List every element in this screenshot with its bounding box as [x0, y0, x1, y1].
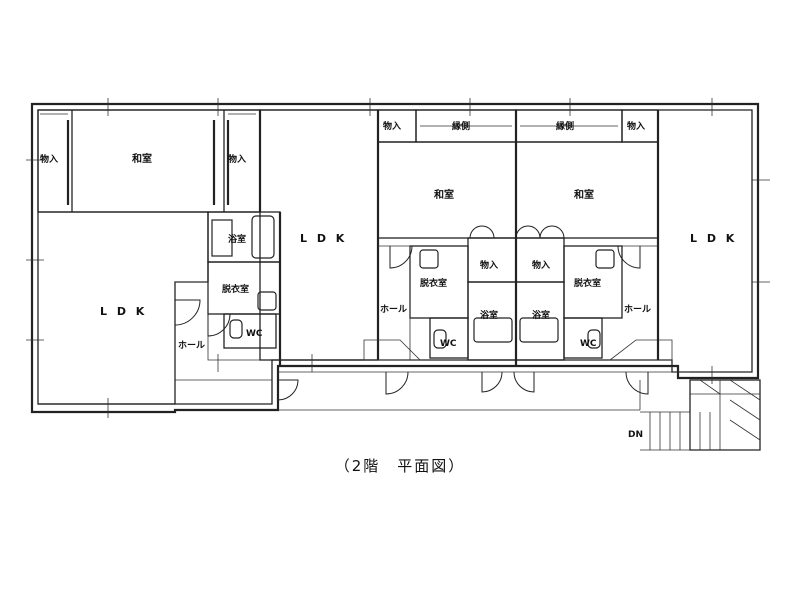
exterior-walls [30, 102, 760, 414]
unit-3 [513, 109, 673, 395]
label-unit3-hall: ホール [624, 304, 651, 315]
label-unit2-engawa: 縁側 [452, 120, 470, 132]
unit-1 [37, 109, 299, 405]
label-unit3-engawa: 縁側 [556, 120, 574, 132]
label-unit3-washitsu: 和室 [573, 188, 594, 201]
plan-caption: （2階 平面図） [334, 457, 466, 475]
label-dn: DN [628, 430, 643, 440]
label-unit3-wc: WC [580, 339, 597, 349]
label-unit3-datsuishitsu: 脱衣室 [574, 277, 601, 289]
label-unit1-yokushitsu: 浴室 [228, 233, 246, 245]
label-unit1-wc: WC [246, 329, 263, 339]
label-unit1-ldk: L D K [100, 305, 147, 318]
label-unit3-monoire-top: 物入 [627, 120, 645, 132]
label-unit2-datsuishitsu: 脱衣室 [420, 277, 447, 289]
label-unit2-washitsu: 和室 [433, 188, 454, 201]
label-unit3-ldk: L D K [690, 232, 737, 245]
label-unit2-monoire-top: 物入 [383, 120, 401, 132]
label-unit2-yokushitsu: 浴室 [480, 309, 498, 321]
label-unit3-yokushitsu: 浴室 [532, 309, 550, 321]
label-unit1-monoire-left: 物入 [40, 153, 58, 165]
label-unit1-washitsu: 和室 [131, 152, 152, 165]
label-unit1-hall: ホール [178, 340, 205, 351]
staircase [640, 379, 761, 451]
label-unit3-monoire-mid: 物入 [532, 259, 550, 271]
label-unit1-monoire-right: 物入 [228, 153, 246, 165]
corridor [278, 371, 690, 411]
unit-2 [259, 109, 517, 395]
grid-ticks [26, 98, 770, 418]
label-unit1-datsuishitsu: 脱衣室 [222, 283, 249, 295]
label-unit2-monoire-mid: 物入 [480, 259, 498, 271]
label-unit2-ldk: L D K [300, 232, 347, 245]
label-unit2-hall: ホール [380, 304, 407, 315]
label-unit2-wc: WC [440, 339, 457, 349]
